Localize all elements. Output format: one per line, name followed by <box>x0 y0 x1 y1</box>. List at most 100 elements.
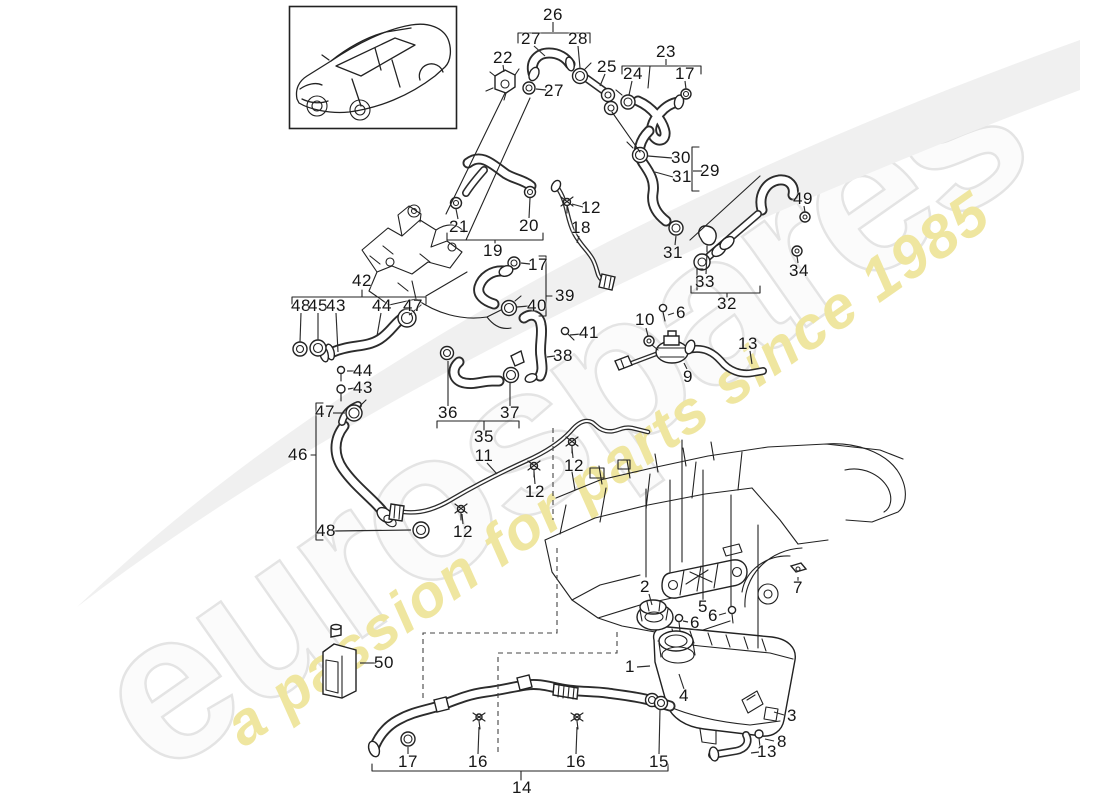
part-callout-46: 46 <box>288 445 308 464</box>
leader-line-31 <box>654 171 674 178</box>
part-callout-40: 40 <box>527 296 547 315</box>
leader-line-6 <box>682 620 689 623</box>
part-callout-44: 44 <box>372 296 392 315</box>
leader-line-10 <box>645 327 649 337</box>
leader-line-12 <box>533 471 536 485</box>
leader-line-43 <box>347 387 356 390</box>
leader-line-38 <box>546 355 556 358</box>
part-callout-47: 47 <box>403 296 423 315</box>
part-callout-15: 15 <box>649 752 669 771</box>
part-callout-18: 18 <box>571 218 591 237</box>
leader-line-27 <box>535 88 547 91</box>
leader-line-25 <box>599 73 606 87</box>
part-callout-17: 17 <box>675 64 695 83</box>
expansion-tank <box>652 626 796 762</box>
part-callout-32: 32 <box>717 294 737 313</box>
part-callout-13: 13 <box>757 742 777 761</box>
part-callout-48: 48 <box>316 521 336 540</box>
engine-sketch <box>361 204 512 329</box>
part-callout-26: 26 <box>543 5 563 24</box>
part-callout-19: 19 <box>483 241 503 260</box>
part-callout-45: 45 <box>308 296 328 315</box>
leader-line-24 <box>628 80 633 96</box>
part-callout-48: 48 <box>291 296 311 315</box>
part-callout-35: 35 <box>474 427 494 446</box>
part-callout-7: 7 <box>793 578 803 597</box>
part-callout-21: 21 <box>449 217 469 236</box>
part-callout-38: 38 <box>553 346 573 365</box>
part-callout-31: 31 <box>663 243 683 262</box>
part-callout-43: 43 <box>326 296 346 315</box>
leader-line-12 <box>461 513 464 525</box>
part-callout-29: 29 <box>700 161 720 180</box>
leader-line-12 <box>571 447 574 459</box>
hoses <box>327 47 799 754</box>
part-callout-6: 6 <box>676 303 686 322</box>
leader-line-22 <box>502 64 505 73</box>
leader-line-34 <box>796 255 799 264</box>
part-callout-37: 37 <box>500 403 520 422</box>
part-callout-16: 16 <box>566 752 586 771</box>
part-callout-25: 25 <box>597 57 617 76</box>
part-callout-44: 44 <box>353 361 373 380</box>
part-callout-6: 6 <box>690 613 700 632</box>
part-callout-42: 42 <box>352 271 372 290</box>
leader-line-30 <box>647 155 673 159</box>
leader-line-20 <box>528 197 531 219</box>
leader-line-8 <box>764 738 775 742</box>
part-callout-36: 36 <box>438 403 458 422</box>
part-callout-24: 24 <box>623 64 643 83</box>
leader-line-27 <box>533 45 546 57</box>
leader-line-18 <box>576 235 580 244</box>
part-callout-3: 3 <box>787 706 797 725</box>
part-callout-6: 6 <box>708 606 718 625</box>
watermark-swoosh <box>77 40 1080 607</box>
filler-cap <box>636 599 674 631</box>
leader-line-17 <box>684 80 687 90</box>
part-callout-33: 33 <box>695 272 715 291</box>
part-callout-8: 8 <box>777 732 787 751</box>
part-callout-39: 39 <box>555 286 575 305</box>
tank-bracket <box>661 559 808 632</box>
part-callout-17: 17 <box>528 255 548 274</box>
leader-line-11 <box>486 462 498 475</box>
part-callout-31: 31 <box>672 167 692 186</box>
part-callout-43: 43 <box>353 378 373 397</box>
part-callout-34: 34 <box>789 261 809 280</box>
leader-line-6 <box>667 312 675 316</box>
part-callout-1: 1 <box>625 657 635 676</box>
leader-line-1 <box>636 665 651 668</box>
part-callout-22: 22 <box>493 48 513 67</box>
part-callout-30: 30 <box>671 148 691 167</box>
leader-lines <box>299 22 806 755</box>
leader-line-12 <box>571 203 584 208</box>
leader-line-31 <box>674 235 677 246</box>
leader-line-48 <box>299 312 302 343</box>
part-callout-4: 4 <box>679 686 689 705</box>
leader-line-16 <box>575 726 578 755</box>
part-callout-49: 49 <box>793 189 813 208</box>
part-callout-23: 23 <box>656 42 676 61</box>
vehicle-thumbnail <box>288 5 458 130</box>
leader-line-4 <box>678 673 685 690</box>
leader-line-40 <box>516 305 530 308</box>
leader-line-9 <box>683 362 688 370</box>
leader-line-6 <box>718 612 727 616</box>
leader-line-44 <box>376 312 382 337</box>
leader-line-17 <box>520 262 531 265</box>
part-callout-13: 13 <box>738 334 758 353</box>
part-callout-20: 20 <box>519 216 539 235</box>
part-callout-12: 12 <box>564 456 584 475</box>
part-callout-27: 27 <box>544 81 564 100</box>
leader-line-3 <box>773 711 785 716</box>
leader-line-47 <box>408 312 413 316</box>
part-callout-11: 11 <box>474 446 494 465</box>
callout-brackets <box>291 32 761 781</box>
leader-line-15 <box>658 708 661 755</box>
leader-line-43 <box>335 312 339 353</box>
leader-line-49 <box>803 205 806 213</box>
part-callout-10: 10 <box>635 310 655 329</box>
leader-line-28 <box>577 45 581 69</box>
